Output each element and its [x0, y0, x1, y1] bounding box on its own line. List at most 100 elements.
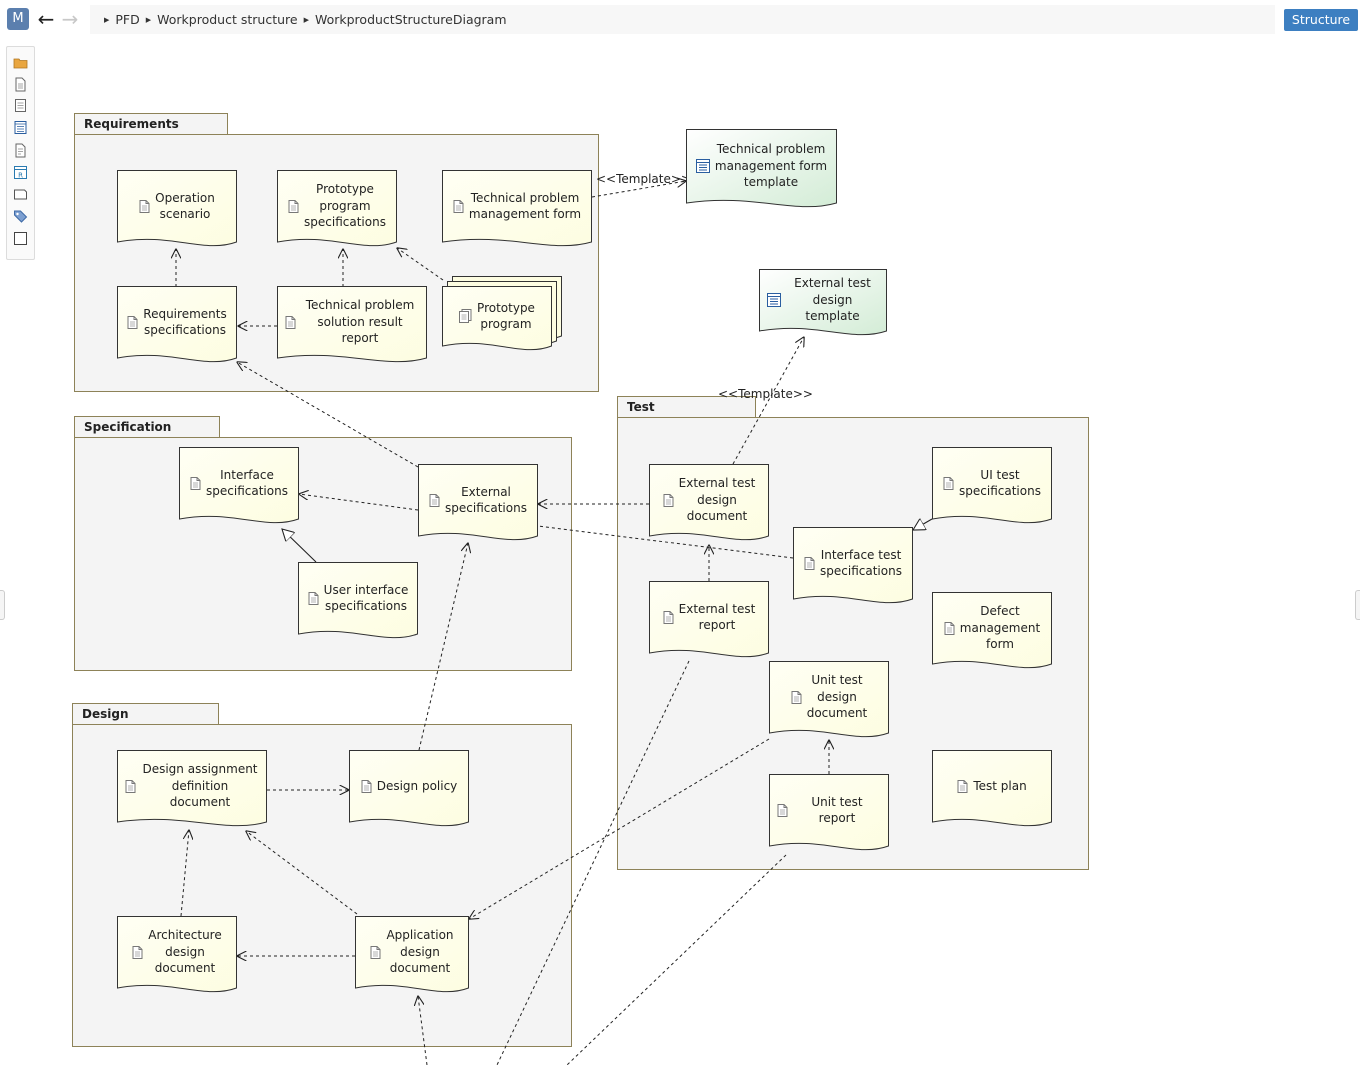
- forward-arrow-icon[interactable]: →: [61, 7, 79, 31]
- generalization-connector[interactable]: [282, 529, 317, 563]
- tag-icon[interactable]: [13, 209, 28, 224]
- breadcrumb-item-workproduct-structure[interactable]: Workproduct structure: [157, 12, 298, 27]
- document-shape: [932, 592, 1052, 669]
- document-shape: [932, 447, 1052, 524]
- document-icon: [288, 199, 299, 213]
- folder-icon[interactable]: [13, 55, 28, 70]
- document-shape: [759, 269, 887, 336]
- dependency-connector[interactable]: [418, 996, 428, 1065]
- document-label-line: External test: [794, 276, 871, 291]
- document-label-line: specifications: [144, 323, 226, 337]
- breadcrumb-item-diagram[interactable]: WorkproductStructureDiagram: [314, 12, 507, 27]
- document-shape: [649, 581, 769, 658]
- left-panel-toggle[interactable]: [0, 590, 5, 620]
- rectangle-icon[interactable]: [13, 231, 28, 246]
- doc-unit-test-report[interactable]: Unit test report: [769, 774, 889, 854]
- doc-interface-specifications[interactable]: Interface specifications: [179, 447, 299, 527]
- multi-document-icon[interactable]: [13, 98, 28, 113]
- dependency-connector[interactable]: [237, 362, 419, 468]
- back-arrow-icon[interactable]: ←: [37, 7, 55, 31]
- document-icon[interactable]: [13, 77, 28, 92]
- right-panel-toggle[interactable]: [1355, 590, 1360, 620]
- doc-design-policy[interactable]: Design policy: [349, 750, 469, 830]
- document-content: Interface specifications: [179, 447, 299, 519]
- breadcrumb-separator-icon: ▶: [104, 15, 110, 24]
- structure-button[interactable]: Structure: [1284, 9, 1358, 31]
- document-shape: [649, 464, 769, 541]
- text-document-icon[interactable]: [13, 143, 28, 158]
- document-icon: [285, 315, 296, 329]
- document-icon: [139, 199, 150, 213]
- document-label-line: specifications: [820, 564, 902, 578]
- table-document-icon: [695, 159, 710, 173]
- document-label-line: specifications: [445, 501, 527, 515]
- app-badge[interactable]: M: [7, 8, 29, 30]
- document-shape: [117, 916, 237, 993]
- dependency-connector[interactable]: [469, 738, 770, 919]
- package-test-tab[interactable]: Test: [617, 396, 756, 418]
- doc-test-plan[interactable]: Test plan: [932, 750, 1052, 830]
- document-label-line: specifications: [206, 484, 288, 498]
- dependency-connector[interactable]: [246, 831, 358, 915]
- package-design-tab[interactable]: Design: [72, 703, 219, 725]
- table-document-icon[interactable]: [13, 120, 28, 135]
- dependency-connector[interactable]: [299, 494, 419, 511]
- package-requirements-tab[interactable]: Requirements: [74, 113, 228, 135]
- document-icon: [190, 476, 201, 490]
- shape-icon[interactable]: [13, 187, 28, 202]
- report-icon[interactable]: R: [13, 165, 28, 180]
- template-connector[interactable]: [591, 181, 686, 198]
- tool-palette: R: [6, 46, 35, 260]
- document-label-line: Interface: [220, 467, 274, 482]
- dependency-connector[interactable]: [566, 854, 787, 1065]
- dependency-connector[interactable]: [180, 830, 189, 917]
- document-label-line: UI test: [980, 467, 1020, 482]
- document-label-line: management form: [714, 158, 828, 173]
- document-icon: [127, 315, 138, 329]
- template-connector[interactable]: [732, 337, 804, 465]
- dependency-connector[interactable]: [496, 660, 690, 1065]
- generalization-connector[interactable]: [913, 519, 933, 530]
- package-specification-tab[interactable]: Specification: [74, 416, 220, 438]
- document-label-line: management: [959, 620, 1041, 635]
- document-shape: [686, 129, 837, 208]
- document-label-line: program: [480, 317, 532, 331]
- document-label: Unit test report: [793, 794, 881, 827]
- breadcrumb-item-pfd[interactable]: PFD: [115, 12, 140, 27]
- dependency-connector[interactable]: [537, 525, 794, 559]
- breadcrumb: ▶ PFD ▶ Workproduct structure ▶ Workprod…: [90, 5, 1275, 34]
